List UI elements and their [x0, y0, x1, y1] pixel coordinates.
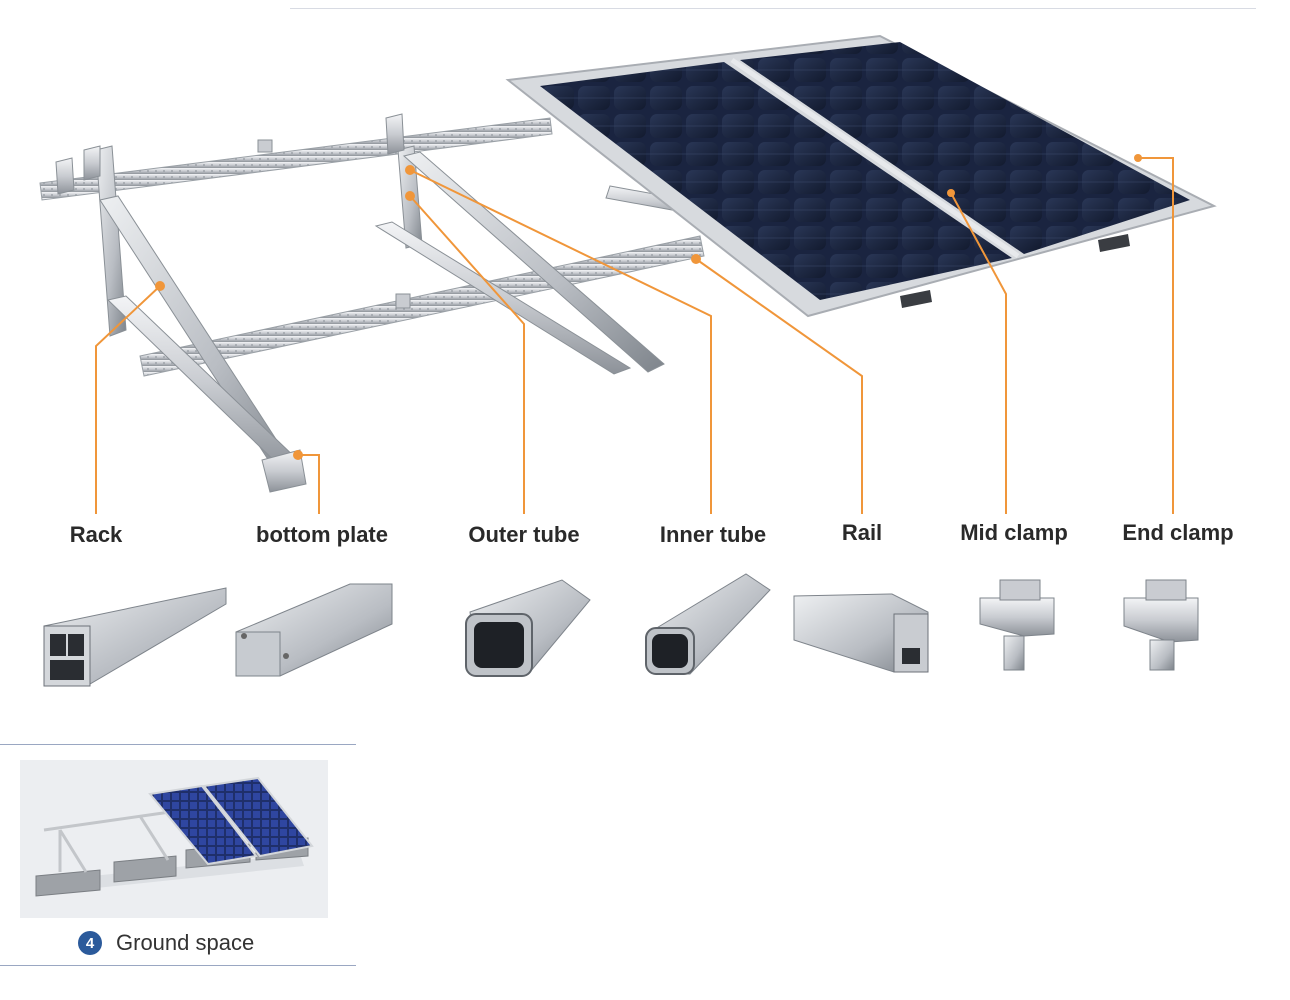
- top-divider: [290, 8, 1256, 9]
- label-inner-tube: Inner tube: [659, 522, 767, 547]
- label-bottom-plate: bottom plate: [256, 522, 388, 547]
- main-rack-frame: [39, 113, 1130, 493]
- leader-rack: [95, 285, 161, 514]
- leader-dots: [155, 165, 701, 460]
- inner-tube-image: [645, 573, 771, 675]
- solar-panels: [505, 34, 1217, 318]
- label-outer-tube: Outer tube: [468, 522, 580, 547]
- end-clamp-image: [1123, 579, 1199, 671]
- label-end-clamp: End clamp: [1122, 520, 1234, 545]
- number-badge: 4: [78, 931, 102, 955]
- ground-space-photo: [20, 760, 328, 918]
- inset-caption: 4 Ground space: [78, 930, 254, 956]
- rail-image: [793, 593, 929, 673]
- leader-outer-tube: [409, 195, 525, 514]
- leader-lines: [95, 157, 1174, 514]
- caption-text: Ground space: [116, 930, 255, 955]
- leader-end-clamp: [1138, 157, 1174, 514]
- label-rail: Rail: [841, 520, 883, 545]
- label-rack: Rack: [69, 522, 123, 547]
- rack-profile-image: [43, 587, 227, 687]
- inset-divider-bottom: [0, 965, 356, 966]
- mid-clamp-image: [979, 579, 1055, 671]
- inset-divider-top: [0, 744, 356, 745]
- leader-bottom-plate: [298, 454, 320, 514]
- leader-mid-clamp: [950, 192, 1007, 514]
- outer-tube-image: [465, 579, 591, 677]
- bottom-plate-image: [235, 583, 393, 677]
- label-mid-clamp: Mid clamp: [960, 520, 1068, 545]
- leader-rail: [695, 258, 863, 514]
- leader-inner-tube: [409, 169, 712, 514]
